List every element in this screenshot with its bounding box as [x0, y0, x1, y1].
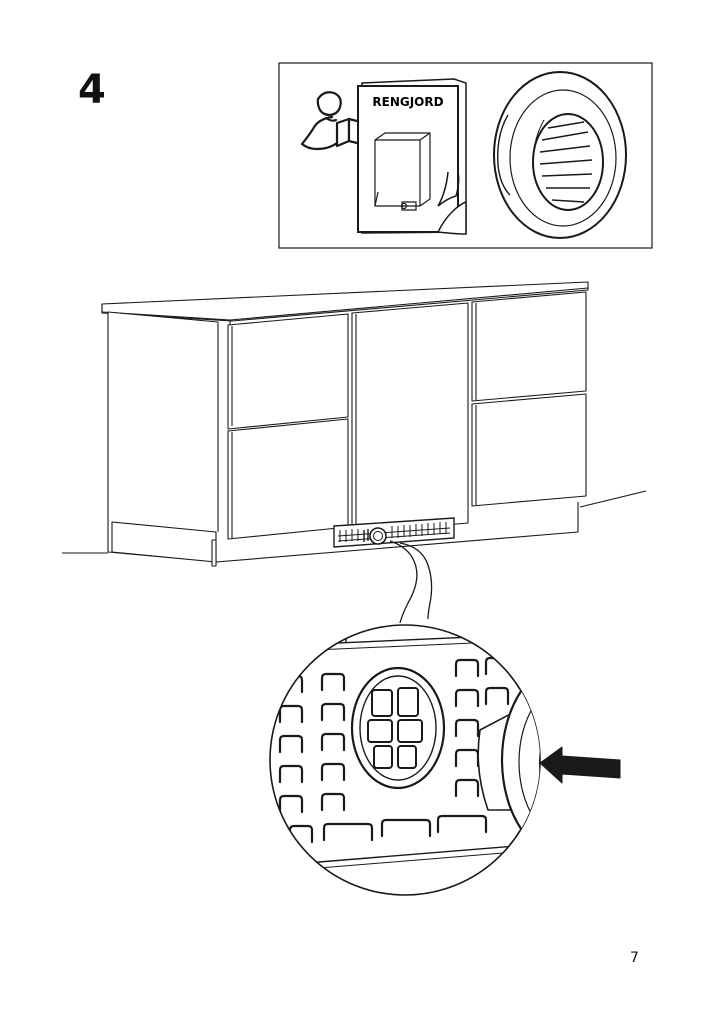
- manual-booklet-icon: RENGJORD: [357, 78, 467, 235]
- vent-ring-icon: [493, 71, 627, 239]
- info-panel: RENGJORD: [278, 62, 653, 249]
- zoom-detail: [269, 624, 621, 896]
- ventilation-grille: [333, 517, 455, 548]
- reading-person-icon: [300, 91, 363, 151]
- kitchen-cabinet: [62, 281, 647, 567]
- page-number: 7: [630, 950, 639, 966]
- info-panel-frame: [278, 62, 653, 249]
- manual-title: RENGJORD: [372, 95, 443, 109]
- zoom-callout-line: [389, 540, 418, 624]
- step-number: 4: [78, 67, 106, 113]
- vent-opening: [369, 527, 387, 545]
- insert-arrow-icon: [539, 746, 621, 784]
